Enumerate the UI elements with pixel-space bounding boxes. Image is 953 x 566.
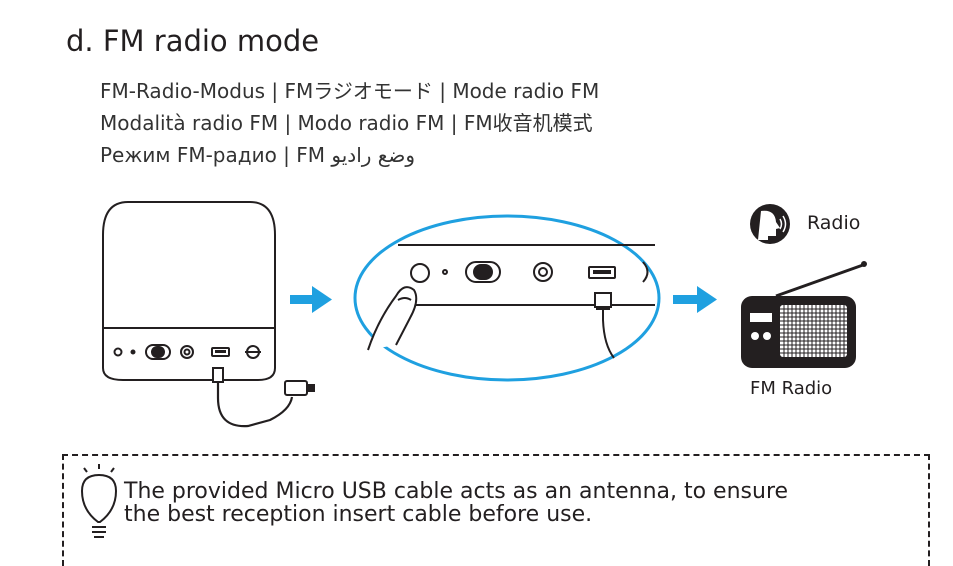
arrow-right-icon	[673, 286, 717, 313]
note-text: The provided Micro USB cable acts as an …	[124, 480, 788, 526]
lightbulb-icon	[80, 464, 118, 538]
zoom-panel-icon	[353, 214, 661, 382]
radio-label: Radio	[807, 212, 861, 234]
page-title: d. FM radio mode	[66, 24, 320, 58]
arrow-right-icon	[290, 286, 332, 313]
note-line: the best reception insert cable before u…	[124, 502, 593, 527]
language-list: FM-Radio-Modus | FMラジオモード | Mode radio F…	[100, 75, 599, 171]
note-box	[62, 454, 930, 566]
translation-line: Modalità radio FM | Modo radio FM | FM收音…	[100, 111, 593, 135]
translation-ar: وضع راديو	[331, 143, 416, 167]
note-line: The provided Micro USB cable acts as an …	[124, 479, 789, 504]
speaker-device-icon	[102, 201, 315, 428]
translation-line: FM-Radio-Modus | FMラジオモード | Mode radio F…	[100, 79, 600, 103]
radio-icon	[741, 261, 867, 368]
illustration	[80, 201, 867, 538]
speaking-head-icon	[750, 204, 790, 244]
fm-radio-label: FM Radio	[750, 378, 833, 399]
translation-line: Режим FM-радио | FM وضع راديو	[100, 139, 599, 171]
translation-ru: Режим FM-радио | FM	[100, 143, 332, 167]
